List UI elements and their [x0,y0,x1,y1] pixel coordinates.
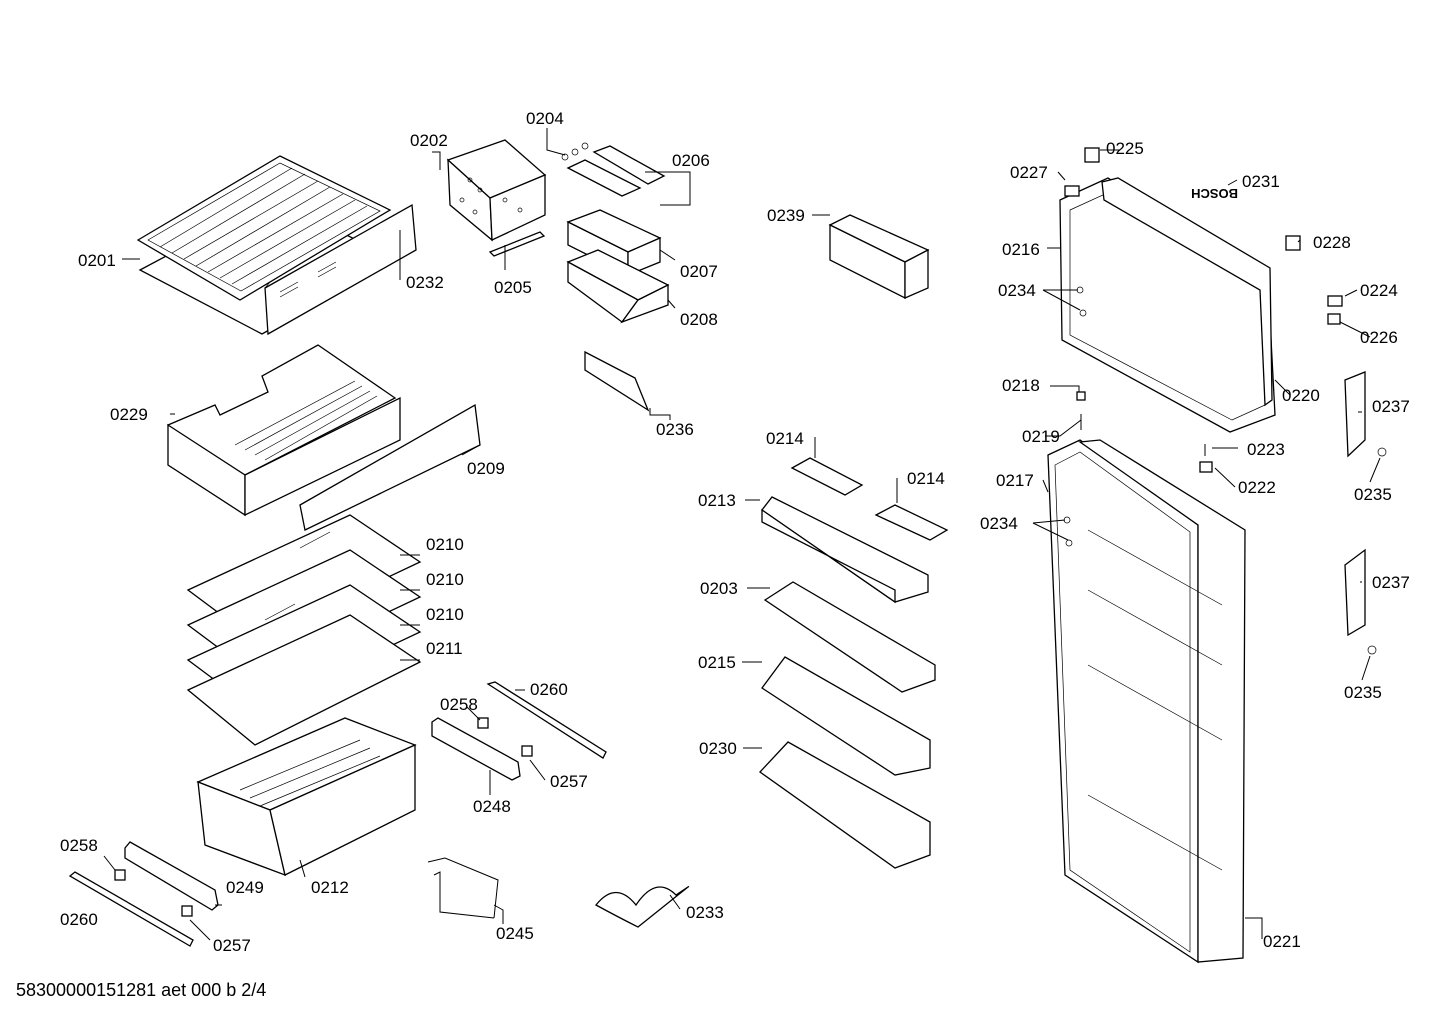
part-label: 0211 [426,639,463,658]
part-label: 0219 [1022,427,1060,446]
part-label: 0245 [496,924,534,943]
ice-bracket-drawing [446,139,547,242]
part-label: 0210 [426,535,464,554]
part-label: 0207 [680,262,718,281]
part-label: 0225 [1106,139,1144,158]
part-label: 0223 [1247,440,1285,459]
part-label: 0224 [1360,281,1398,300]
egg-holder-drawing [790,457,949,541]
rail-upper-drawing [431,681,607,781]
fridge-door-drawing [1047,439,1246,964]
part-label: 0234 [998,281,1036,300]
part-label: 0209 [467,459,505,478]
part-label: 0214 [907,469,945,488]
part-label: 0215 [698,653,736,672]
part-label: 0222 [1238,478,1276,497]
part-label: 0214 [766,429,804,448]
part-labels: 0201 0202 0203 0204 0205 0206 0207 0208 … [60,109,1410,955]
part-label: 0216 [1002,240,1040,259]
glass-shelf-drawing [186,514,422,746]
document-id-footer: 58300000151281 aet 000 b 2/4 [16,980,267,1000]
hinge-hardware-drawing [1063,147,1387,655]
part-label: 0202 [410,131,448,150]
part-label: 0210 [426,570,464,589]
crisper-drawer-drawing [196,717,417,877]
rail-lower-drawing [68,841,219,947]
part-label: 0203 [700,579,738,598]
part-label: 0230 [699,739,737,758]
ice-box-drawing [566,249,670,324]
part-label: 0234 [980,514,1018,533]
leader-lines [103,128,1381,941]
part-label: 0235 [1344,683,1382,702]
wire-holder-drawing [427,857,499,919]
part-label: 0228 [1313,233,1351,252]
door-brand-logo: BOSCH [1191,186,1238,201]
part-label: 0217 [996,471,1034,490]
part-label: 0257 [213,936,251,955]
part-label: 0232 [406,273,444,292]
part-label: 0220 [1282,386,1320,405]
freezer-wire-shelf-drawing [136,155,397,335]
egg-tray-drawing [595,886,690,928]
part-label: 0201 [78,251,116,270]
small-fastener-drawing [561,142,589,161]
part-label: 0248 [473,797,511,816]
part-label: 0249 [226,878,264,897]
divider-drawing [584,350,650,412]
part-label: 0229 [110,405,148,424]
part-label: 0257 [550,772,588,791]
part-label: 0204 [526,109,564,128]
freezer-door-drawing: BOSCH [1059,177,1276,433]
part-label: 0235 [1354,485,1392,504]
part-label: 0231 [1242,172,1280,191]
part-label: 0221 [1263,932,1301,951]
bottle-rack-drawing [828,214,930,300]
part-label: 0260 [530,680,568,699]
part-label: 0237 [1372,397,1410,416]
strip-part-drawing [488,231,546,257]
part-label: 0227 [1010,163,1048,182]
part-label: 0260 [60,910,98,929]
part-label: 0226 [1360,328,1398,347]
part-label: 0210 [426,605,464,624]
part-label: 0236 [656,420,694,439]
freezer-drawer-drawing [167,344,401,517]
freezer-front-panel-drawing [264,203,417,336]
part-label: 0213 [698,491,736,510]
part-label: 0258 [60,836,98,855]
door-shelf-drawing [759,496,936,869]
part-label: 0237 [1372,573,1410,592]
part-label: 0212 [311,878,349,897]
part-label: 0206 [672,151,710,170]
part-label: 0218 [1002,376,1040,395]
part-label: 0208 [680,310,718,329]
ice-tray-drawing [566,145,666,197]
part-label: 0205 [494,278,532,297]
part-label: 0233 [686,903,724,922]
part-label: 0258 [440,695,478,714]
part-label: 0239 [767,206,805,225]
